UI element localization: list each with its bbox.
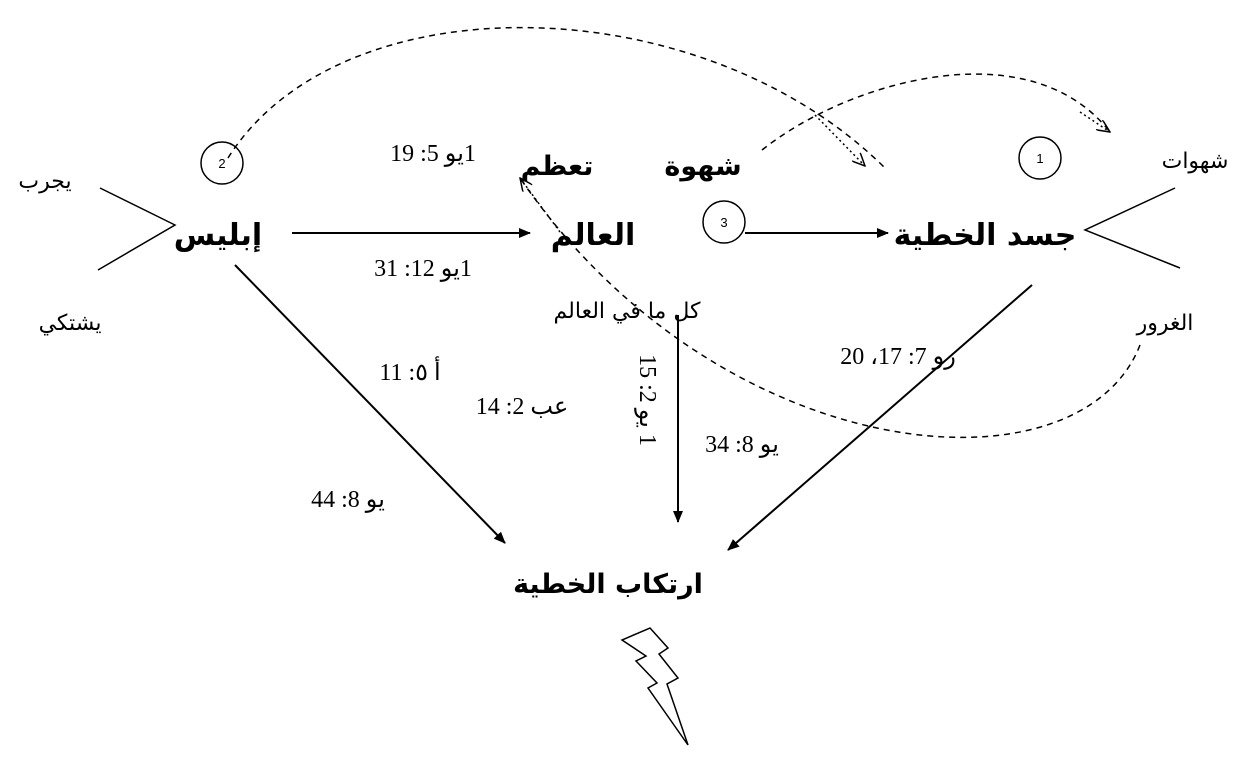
arrow-satan-to-sin [234, 264, 506, 544]
badge-label-1: 1 [1036, 151, 1043, 166]
node-flesh: جسد الخطية [894, 218, 1077, 253]
ref-jn-12-31: 1يو 12: 31 [374, 256, 472, 282]
ref-rom-7: رو 7: 17، 20 [840, 344, 956, 370]
badge-label-3: 3 [720, 215, 727, 230]
dashed-arc-deceit-to-pride [519, 177, 1141, 439]
dotted-arrow-tip-3 [520, 178, 561, 233]
label-accuses: يشتكي [39, 311, 102, 336]
dotted-arrow-tip-2 [1079, 111, 1110, 132]
lightning-bolt-icon [620, 627, 689, 746]
ref-1jn-2-15-vertical: 1 يو 2: 15 [634, 354, 660, 446]
dotted-arrow-tip-1 [814, 114, 865, 166]
node-world: العالم [551, 218, 636, 253]
ref-jn-8-44: يو 8: 44 [311, 487, 385, 513]
bracket-satan [97, 187, 177, 271]
node-pride: تعظم [521, 151, 594, 182]
label-all-in-world: كل ما في العالم [554, 299, 701, 324]
node-satan: إبليس [174, 218, 262, 253]
ref-heb-2-14: عب 2: 14 [476, 394, 569, 420]
badge-label-2: 2 [218, 156, 225, 171]
node-commit-sin: ارتكاب الخطية [513, 569, 703, 600]
badge-circle-2 [200, 141, 244, 185]
dashed-arc-satan-to-flesh [227, 26, 886, 169]
label-lusts: شهوات [1162, 149, 1229, 174]
ref-ac-5: أ ٥: 11 [379, 355, 440, 386]
badge-circle-1 [1018, 136, 1062, 180]
node-lust: شهوة [664, 151, 741, 182]
ref-jn-8-34: يو 8: 34 [705, 432, 779, 458]
label-deceit: الغرور [1136, 311, 1194, 336]
dashed-arc-lust-to-lusts [761, 73, 1111, 151]
bracket-flesh [1083, 187, 1181, 269]
label-tempts: يجرب [18, 169, 71, 194]
arrow-flesh-to-sin [727, 284, 1033, 551]
badge-circle-3 [702, 200, 746, 244]
ref-1jn-5-19: 1يو 5: 19 [390, 141, 476, 167]
